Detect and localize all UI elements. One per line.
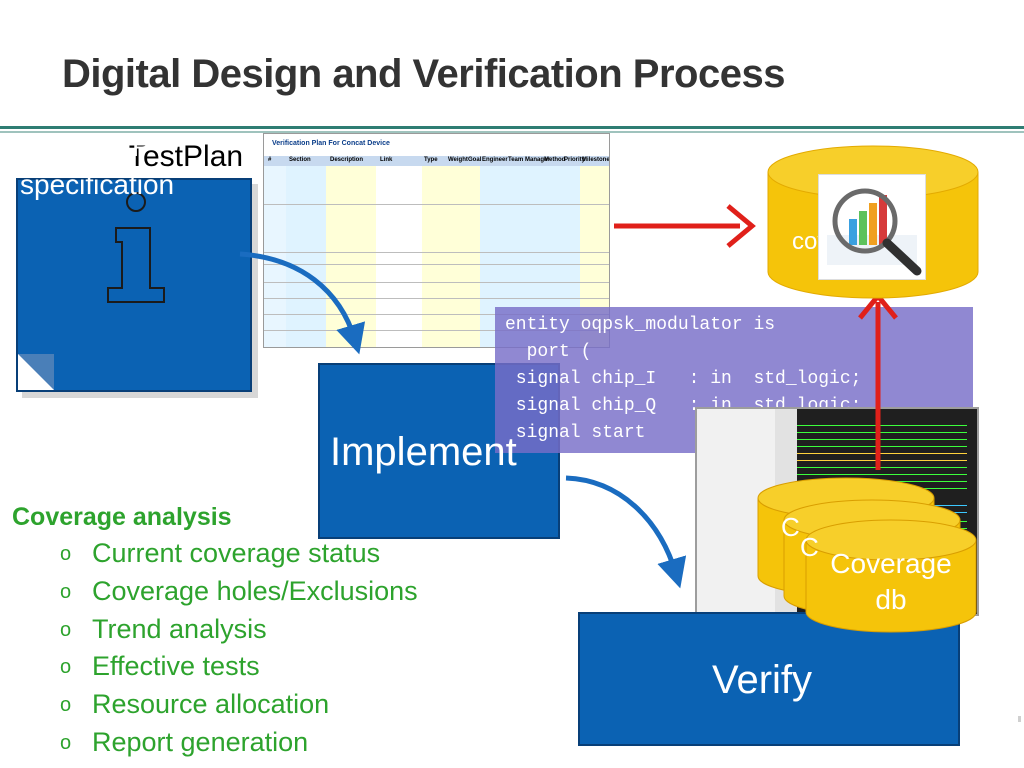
- code-line: port (: [505, 342, 592, 362]
- coverage-item: o Resource allocation: [60, 689, 329, 720]
- sheet-header-cell: Priority: [564, 157, 586, 163]
- coverage-db-line2: db: [875, 584, 907, 615]
- sheet-row-line: [264, 204, 609, 205]
- sheet-row-line: [264, 314, 609, 315]
- coverage-item-text: Effective tests: [92, 651, 260, 681]
- waveform-trace: [797, 439, 967, 447]
- signal-tree: [697, 409, 775, 614]
- sheet-col: [264, 166, 286, 347]
- coverage-item-text: Trend analysis: [92, 614, 267, 644]
- sheet-col: [286, 166, 326, 347]
- bullet-circle-icon: o: [60, 656, 72, 678]
- sheet-col: [422, 166, 446, 347]
- magnifier-chart-icon: [818, 174, 926, 280]
- sheet-header-cell: Engineer: [482, 157, 508, 163]
- product-spec-box: [16, 178, 252, 392]
- testplan-label: TestPlan: [128, 140, 244, 173]
- db-stack-peek-1: C: [781, 512, 800, 542]
- verify-box: [578, 612, 960, 746]
- coverage-item: o Effective tests: [60, 651, 260, 682]
- coverage-db-line1: Coverage: [830, 548, 952, 579]
- sheet-row-line: [264, 330, 609, 331]
- coverage-item: o Current coverage status: [60, 538, 380, 569]
- waveform-trace: [797, 467, 967, 475]
- sheet-row-line: [264, 298, 609, 299]
- verify-label: Verify: [712, 658, 813, 702]
- coverage-item-text: Resource allocation: [92, 689, 330, 719]
- coverage-item-text: Current coverage status: [92, 538, 381, 568]
- coverage-item: o Trend analysis: [60, 614, 267, 645]
- waveform-trace: [797, 453, 967, 461]
- implement-to-verify-arrow: [565, 475, 687, 589]
- coverage-item-text: Report generation: [92, 727, 309, 757]
- bullet-circle-icon: o: [60, 581, 72, 603]
- spec-label: Product/IP specification: [20, 128, 174, 204]
- slide-edge-mark: [1018, 716, 1021, 722]
- coverage-item: o Coverage holes/Exclusions: [60, 576, 418, 607]
- waveform-trace: [797, 537, 967, 545]
- coverage-item-text: Coverage holes/Exclusions: [92, 576, 418, 606]
- code-line: entity oqpsk_modulator is: [505, 315, 776, 335]
- sheet-header-cell: Type: [424, 157, 438, 163]
- spec-label-line1: Product/IP: [20, 131, 151, 162]
- coverage-analysis-heading: Coverage analysis: [12, 503, 232, 531]
- sheet-header-cell: Method: [544, 157, 566, 163]
- waveform-trace: [797, 481, 967, 489]
- coverage-db-label: Coverage db: [806, 546, 976, 618]
- waveform-trace: [797, 425, 967, 433]
- title-divider-light: [0, 131, 1024, 133]
- title-divider: [0, 126, 1024, 129]
- implement-label: Implement: [330, 430, 517, 474]
- code-line: signal chip_I : in std_logic;: [505, 369, 862, 389]
- page-fold: [18, 354, 54, 390]
- sheet-header-cell: Team: [508, 157, 524, 163]
- bullet-circle-icon: o: [60, 732, 72, 754]
- bullet-circle-icon: o: [60, 619, 72, 641]
- sheet-col: [326, 166, 376, 347]
- sheet-header-cell: Weight: [448, 157, 468, 163]
- sheet-header-cell: Goal: [468, 157, 482, 163]
- sheet-header-cell: Description: [330, 157, 364, 163]
- sheet-header-cell: Manager: [525, 157, 550, 163]
- sheet-row-line: [264, 282, 609, 283]
- bullet-circle-icon: o: [60, 694, 72, 716]
- code-line: signal start: [505, 423, 646, 443]
- sheet-col: [376, 166, 422, 347]
- sheet-header-cell: Milestone: [582, 157, 610, 163]
- testplan-to-db-arrow: [614, 204, 756, 248]
- waveform-trace: [797, 505, 967, 513]
- sheet-col: [446, 166, 480, 347]
- sheet-title: Verification Plan For Concat Device: [272, 140, 390, 147]
- slide-title: Digital Design and Verification Process: [62, 52, 785, 96]
- db-stack-peek-2: C: [800, 532, 819, 562]
- coverage-item: o Report generation: [60, 727, 308, 758]
- sheet-row-line: [264, 264, 609, 265]
- bullet-circle-icon: o: [60, 543, 72, 565]
- sheet-header-cell: #: [268, 157, 272, 163]
- info-i-icon: [107, 192, 165, 303]
- sheet-row-line: [264, 252, 609, 253]
- sheet-header-cell: Section: [289, 157, 311, 163]
- sheet-header-cell: Link: [380, 157, 393, 163]
- spec-label-line2: specification: [20, 169, 175, 200]
- waveform-trace: [797, 521, 967, 529]
